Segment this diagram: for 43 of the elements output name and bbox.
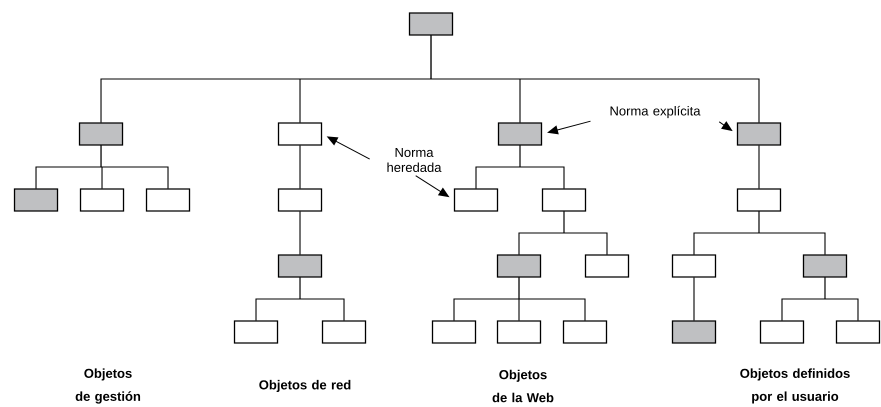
box xyxy=(278,122,322,146)
connector-line xyxy=(693,278,695,320)
box xyxy=(562,320,608,344)
box xyxy=(496,320,542,344)
box xyxy=(14,188,58,212)
callout-text: Norma explícita xyxy=(610,106,700,118)
connector-line xyxy=(299,146,301,188)
box xyxy=(802,254,848,278)
box xyxy=(736,188,782,212)
box xyxy=(498,122,542,146)
box xyxy=(836,320,880,344)
box xyxy=(408,12,454,36)
box xyxy=(760,320,804,344)
box xyxy=(736,122,782,146)
connector-line xyxy=(518,278,586,320)
connector-line xyxy=(299,212,301,254)
box xyxy=(542,188,586,212)
group-label: Objetos de la Web xyxy=(492,370,554,402)
connector-line xyxy=(100,146,169,188)
box xyxy=(672,254,716,278)
group-label: Objetos de gestión xyxy=(76,368,140,404)
box xyxy=(496,254,542,278)
callout-text: Norma heredada xyxy=(387,148,442,172)
box xyxy=(234,320,278,344)
box xyxy=(146,188,190,212)
box xyxy=(278,188,322,212)
connector-line xyxy=(758,212,826,254)
box xyxy=(672,320,716,344)
box xyxy=(432,320,476,344)
box xyxy=(278,254,322,278)
box xyxy=(454,188,498,212)
box xyxy=(322,320,366,344)
group-label: Objetos de red xyxy=(259,380,350,392)
box xyxy=(584,254,630,278)
connector-line xyxy=(758,146,760,188)
box xyxy=(80,188,124,212)
box xyxy=(78,122,124,146)
connector-line xyxy=(299,278,345,320)
connector-line xyxy=(563,212,608,254)
connector-line xyxy=(430,36,760,122)
connector-line xyxy=(824,278,859,320)
connector-line xyxy=(519,146,565,188)
group-label: Objetos definidos por el usuario xyxy=(740,368,850,404)
